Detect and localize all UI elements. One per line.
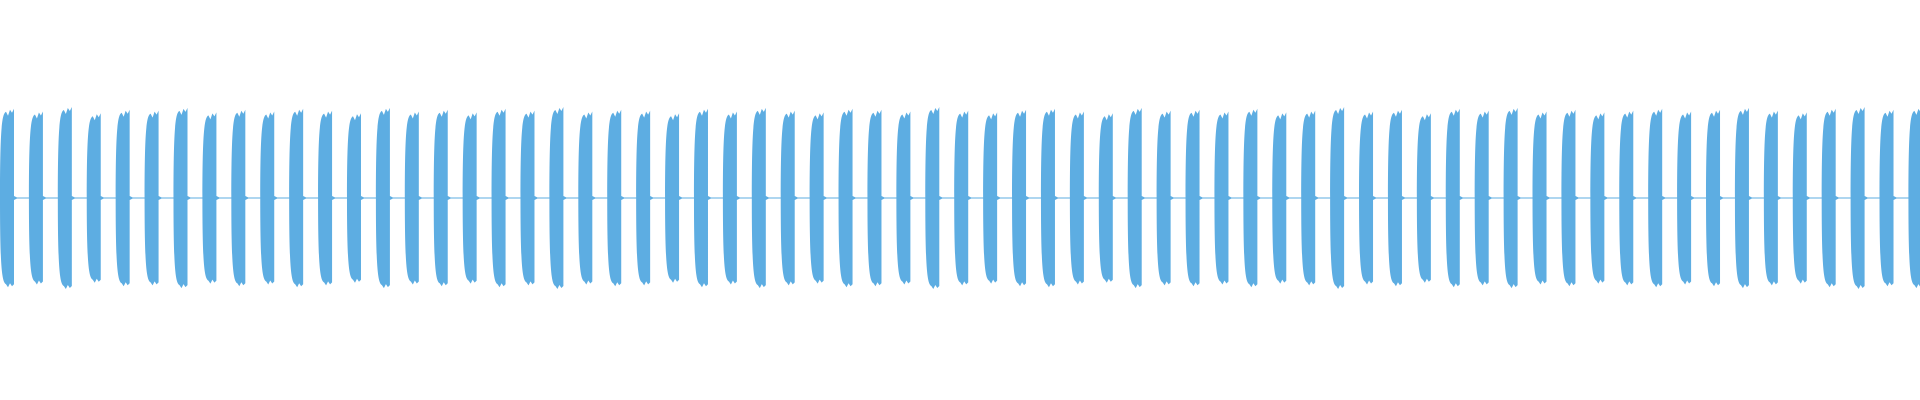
waveform-burst bbox=[0, 108, 18, 288]
waveform-burst bbox=[1474, 110, 1493, 286]
waveform-burst bbox=[462, 112, 481, 284]
waveform-burst bbox=[1127, 107, 1146, 289]
waveform-burst bbox=[867, 109, 886, 287]
waveform-burst bbox=[751, 107, 770, 289]
waveform-burst bbox=[722, 111, 741, 285]
waveform-burst bbox=[1532, 111, 1551, 285]
waveform-burst bbox=[289, 108, 308, 288]
waveform-burst bbox=[983, 112, 1002, 284]
waveform-burst bbox=[1301, 110, 1320, 286]
waveform-burst bbox=[1214, 111, 1233, 285]
waveform-burst bbox=[1792, 112, 1811, 284]
waveform-burst bbox=[1069, 111, 1088, 285]
waveform-burst bbox=[115, 109, 134, 287]
waveform-burst bbox=[1416, 113, 1435, 283]
waveform-burst bbox=[1648, 108, 1667, 288]
waveform-burst bbox=[260, 111, 279, 285]
waveform-burst bbox=[1561, 109, 1580, 287]
waveform-burst bbox=[28, 111, 47, 285]
waveform-burst bbox=[86, 113, 105, 283]
waveform-burst bbox=[520, 110, 539, 286]
waveform-burst bbox=[1850, 107, 1869, 289]
waveform-burst bbox=[1098, 113, 1117, 283]
waveform-burst bbox=[1879, 109, 1898, 287]
waveform-burst bbox=[1734, 107, 1753, 289]
waveform-bursts bbox=[0, 107, 1920, 289]
waveform-burst bbox=[549, 107, 568, 289]
waveform-burst bbox=[1272, 112, 1291, 284]
waveform-burst bbox=[665, 113, 684, 283]
waveform-burst bbox=[1677, 111, 1696, 285]
waveform-burst bbox=[954, 110, 973, 286]
waveform-burst bbox=[1387, 109, 1406, 287]
waveform-burst bbox=[375, 107, 394, 289]
waveform-burst bbox=[636, 110, 655, 286]
waveform-burst bbox=[433, 109, 452, 287]
waveform-burst bbox=[1445, 108, 1464, 288]
waveform-burst bbox=[1908, 108, 1920, 289]
waveform-burst bbox=[1185, 109, 1204, 287]
waveform-burst bbox=[1503, 107, 1522, 289]
waveform-burst bbox=[1012, 109, 1031, 287]
waveform-burst bbox=[318, 110, 337, 286]
waveform-burst bbox=[1763, 110, 1782, 286]
waveform-burst bbox=[491, 108, 510, 288]
waveform-burst bbox=[1821, 108, 1840, 288]
waveform-burst bbox=[578, 111, 597, 285]
waveform-burst bbox=[780, 110, 799, 286]
waveform-burst bbox=[1330, 107, 1349, 289]
waveform-burst bbox=[144, 110, 163, 286]
waveform-burst bbox=[838, 108, 857, 288]
waveform-burst bbox=[346, 113, 365, 283]
waveform-burst bbox=[202, 112, 221, 284]
waveform-burst bbox=[173, 107, 192, 289]
waveform-burst bbox=[231, 109, 250, 287]
waveform-burst bbox=[693, 108, 712, 288]
waveform-burst bbox=[1590, 112, 1609, 284]
waveform-burst bbox=[404, 111, 423, 285]
waveform-burst bbox=[925, 107, 944, 289]
waveform-burst bbox=[809, 112, 828, 284]
waveform-burst bbox=[1156, 110, 1175, 286]
waveform-burst bbox=[1706, 109, 1725, 287]
waveform-burst bbox=[1359, 111, 1378, 285]
waveform-burst bbox=[607, 109, 626, 287]
waveform-burst bbox=[1243, 108, 1262, 288]
waveform-burst bbox=[57, 107, 76, 289]
waveform-burst bbox=[896, 111, 915, 285]
waveform-burst bbox=[1619, 110, 1638, 286]
waveform-burst bbox=[1040, 108, 1059, 288]
